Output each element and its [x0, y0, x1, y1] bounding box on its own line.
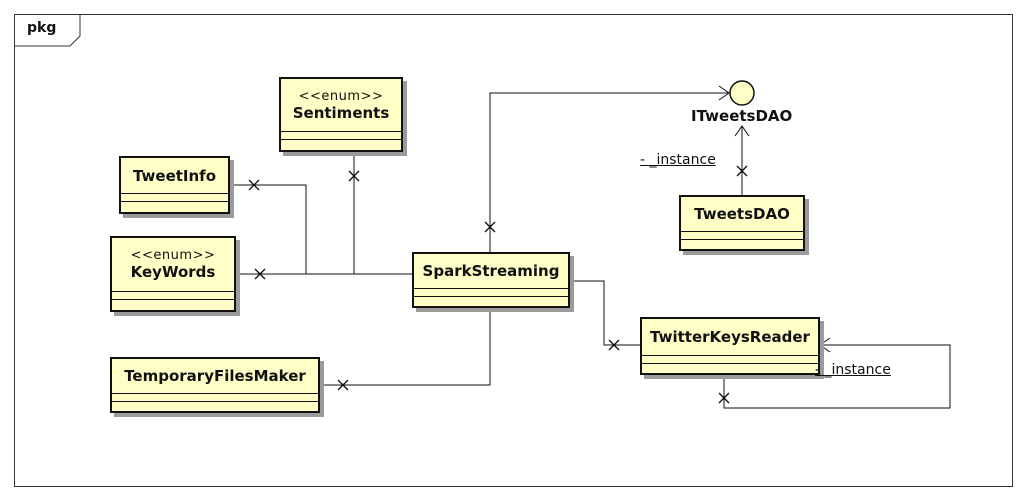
- x-mark-tweetsdao: [736, 165, 748, 177]
- attributes-compartment: [121, 193, 228, 201]
- class-name: Sentiments: [292, 103, 390, 122]
- attributes-compartment: [281, 131, 401, 139]
- class-twitterkeysreader[interactable]: TwitterKeysReader: [640, 317, 820, 375]
- class-sentiments[interactable]: <<enum>> Sentiments: [279, 77, 403, 152]
- interface-name-itweetsdao[interactable]: ITweetsDAO: [691, 107, 793, 125]
- package-tab-outline: [14, 14, 81, 47]
- operations-compartment: [281, 139, 401, 147]
- operations-compartment: [112, 299, 234, 307]
- operations-compartment: [681, 239, 803, 247]
- assoc-sparkstreaming-twitterkeysreader: [570, 280, 640, 346]
- class-name: TemporaryFilesMaker: [124, 367, 306, 385]
- class-name: TweetInfo: [132, 166, 217, 185]
- role-label-tweetsdao-instance: - _instance: [640, 152, 716, 168]
- operations-compartment: [112, 401, 318, 409]
- itweetsdao-lollipop: [729, 80, 755, 106]
- x-mark-twitterkeysreader-bottom: [718, 392, 730, 404]
- operations-compartment: [121, 201, 228, 209]
- arrowhead-itweetsdao-left: [718, 85, 730, 101]
- x-mark-keywords: [254, 268, 266, 280]
- x-mark-tweetinfo: [248, 179, 260, 191]
- stereotype-label: <<enum>>: [298, 88, 384, 104]
- class-keywords[interactable]: <<enum>> KeyWords: [110, 236, 236, 312]
- x-mark-twitterkeysreader-left: [608, 339, 620, 351]
- package-label: pkg: [27, 20, 57, 36]
- operations-compartment: [642, 363, 818, 371]
- assoc-tweetinfo-sparkstreaming: [230, 184, 412, 275]
- x-mark-sentiments: [348, 170, 360, 182]
- class-sparkstreaming[interactable]: SparkStreaming: [412, 252, 570, 308]
- class-tweetsdao[interactable]: TweetsDAO: [679, 195, 805, 251]
- assoc-sparkstreaming-temporaryfilesmaker: [320, 308, 491, 386]
- attributes-compartment: [681, 231, 803, 239]
- attributes-compartment: [112, 393, 318, 401]
- arrowhead-twitterkeysreader-self: [819, 337, 831, 353]
- attributes-compartment: [642, 355, 818, 363]
- attributes-compartment: [414, 288, 568, 296]
- class-name: SparkStreaming: [422, 262, 560, 280]
- class-temporaryfilesmaker[interactable]: TemporaryFilesMaker: [110, 357, 320, 413]
- assoc-twitterkeysreader-self: [723, 344, 951, 409]
- x-mark-sparkstreaming-top: [484, 221, 496, 233]
- assoc-sparkstreaming-itweetsdao: [489, 92, 729, 252]
- role-label-twitterkeysreader-instance: - _instance: [815, 362, 891, 378]
- arrowhead-itweetsdao-up: [734, 125, 750, 137]
- stereotype-label: <<enum>>: [130, 248, 216, 263]
- package-frame: [14, 14, 1013, 487]
- class-name: TwitterKeysReader: [650, 328, 810, 346]
- class-tweetinfo[interactable]: TweetInfo: [119, 156, 230, 214]
- class-name: KeyWords: [130, 263, 216, 281]
- x-mark-temporaryfilesmaker: [337, 379, 349, 391]
- class-name: TweetsDAO: [694, 205, 790, 223]
- operations-compartment: [414, 296, 568, 304]
- attributes-compartment: [112, 291, 234, 299]
